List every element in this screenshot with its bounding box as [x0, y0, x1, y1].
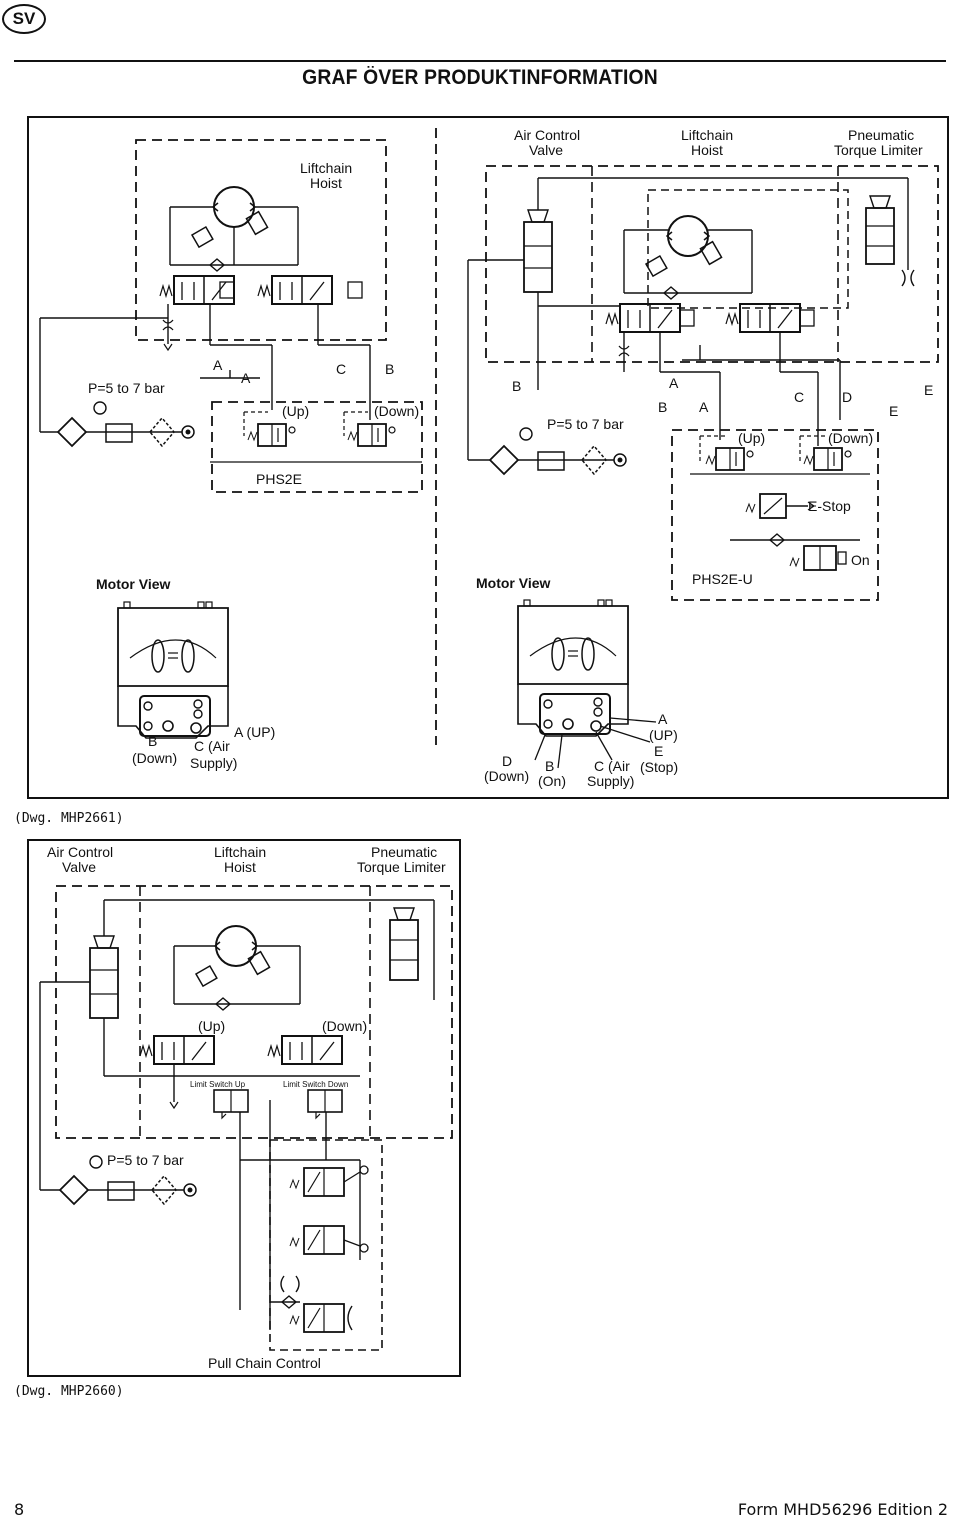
label-down-3: (Down)	[322, 1018, 367, 1034]
label-up-2: (Up)	[738, 430, 765, 446]
label-port-a-upper-2: A	[669, 375, 679, 391]
label-motor-port-c-sub-2: Supply)	[587, 773, 634, 789]
label-down-1: (Down)	[374, 403, 419, 419]
label-up-1: (Up)	[282, 403, 309, 419]
label-liftchain-3: Liftchain	[214, 844, 266, 860]
diagram-frame-2	[27, 839, 461, 1377]
right-circuit	[435, 128, 939, 745]
language-badge: SV	[2, 4, 46, 34]
label-pneumatic-2: Pneumatic	[371, 844, 437, 860]
label-motor-port-a-1: A (UP)	[234, 724, 275, 740]
label-motor-view-1: Motor View	[96, 576, 171, 592]
header-rule	[14, 60, 946, 62]
label-pull-chain-control: Pull Chain Control	[208, 1355, 321, 1371]
label-motor-port-d-sub-2: (Down)	[484, 768, 529, 784]
label-motor-port-c-1: C (Air	[194, 738, 230, 754]
label-motor-port-d-2: D	[502, 753, 512, 769]
label-estop: E-Stop	[808, 498, 851, 514]
pull-chain-circuit	[39, 885, 453, 1351]
label-pressure-3: P=5 to 7 bar	[107, 1152, 184, 1168]
label-port-d-2: D	[842, 389, 852, 405]
label-valve-2: Valve	[62, 859, 96, 875]
caption-dwg-mhp2661: (Dwg. MHP2661)	[14, 811, 124, 826]
label-motor-port-e-2: E	[654, 743, 663, 759]
label-port-a-lower-2: A	[699, 399, 709, 415]
left-circuit	[39, 139, 423, 493]
label-port-a-upper-1: A	[213, 357, 223, 373]
left-motor-view	[117, 601, 229, 739]
label-hoist-2: Hoist	[691, 142, 723, 158]
diagram-frame-1	[27, 116, 949, 799]
label-motor-port-c-2: C (Air	[594, 758, 630, 774]
label-pendant-phs2e-u: PHS2E-U	[692, 571, 753, 587]
label-port-c-2: C	[794, 389, 804, 405]
label-motor-port-a-2: A	[658, 711, 668, 727]
label-port-e-upper-2: E	[924, 382, 933, 398]
label-torque-limiter-1: Torque Limiter	[834, 142, 923, 158]
page-title: GRAF ÖVER PRODUKTINFORMATION	[302, 66, 658, 89]
label-motor-view-2: Motor View	[476, 575, 551, 591]
label-limit-switch-up: Limit Switch Up	[190, 1080, 246, 1089]
label-port-b-1: B	[385, 361, 394, 377]
label-port-e-lower-2: E	[889, 403, 898, 419]
label-port-b-lower-2: B	[658, 399, 667, 415]
right-motor-view	[517, 599, 657, 769]
label-motor-port-b-2: B	[545, 758, 554, 774]
label-port-a-lower-1: A	[241, 370, 251, 386]
label-valve-1: Valve	[529, 142, 563, 158]
form-reference: Form MHD56296 Edition 2	[737, 1500, 948, 1519]
label-air-control-2: Air Control	[47, 844, 113, 860]
label-port-b-upper-2: B	[512, 378, 521, 394]
label-torque-limiter-2: Torque Limiter	[357, 859, 446, 875]
label-liftchain-2: Liftchain	[681, 127, 733, 143]
label-pressure-1: P=5 to 7 bar	[88, 380, 165, 396]
label-pressure-2: P=5 to 7 bar	[547, 416, 624, 432]
label-liftchain-1: Liftchain	[300, 160, 352, 176]
label-hoist-1: Hoist	[310, 175, 342, 191]
label-down-2: (Down)	[828, 430, 873, 446]
label-hoist-3: Hoist	[224, 859, 256, 875]
label-pneumatic-1: Pneumatic	[848, 127, 914, 143]
label-motor-port-e-sub-2: (Stop)	[640, 759, 678, 775]
label-motor-port-b-sub-2: (On)	[538, 773, 566, 789]
label-up-3: (Up)	[198, 1018, 225, 1034]
page-number: 8	[14, 1500, 25, 1519]
label-pendant-phs2e: PHS2E	[256, 471, 302, 487]
label-motor-port-a-sub-2: (UP)	[649, 727, 678, 743]
label-port-c-1: C	[336, 361, 346, 377]
label-air-control-1: Air Control	[514, 127, 580, 143]
label-on: On	[851, 552, 870, 568]
label-motor-port-b-1: B	[148, 733, 157, 749]
label-limit-switch-down: Limit Switch Down	[283, 1080, 348, 1089]
label-motor-port-c-sub-1: Supply)	[190, 755, 237, 771]
caption-dwg-mhp2660: (Dwg. MHP2660)	[14, 1384, 124, 1399]
label-motor-port-b-sub-1: (Down)	[132, 750, 177, 766]
